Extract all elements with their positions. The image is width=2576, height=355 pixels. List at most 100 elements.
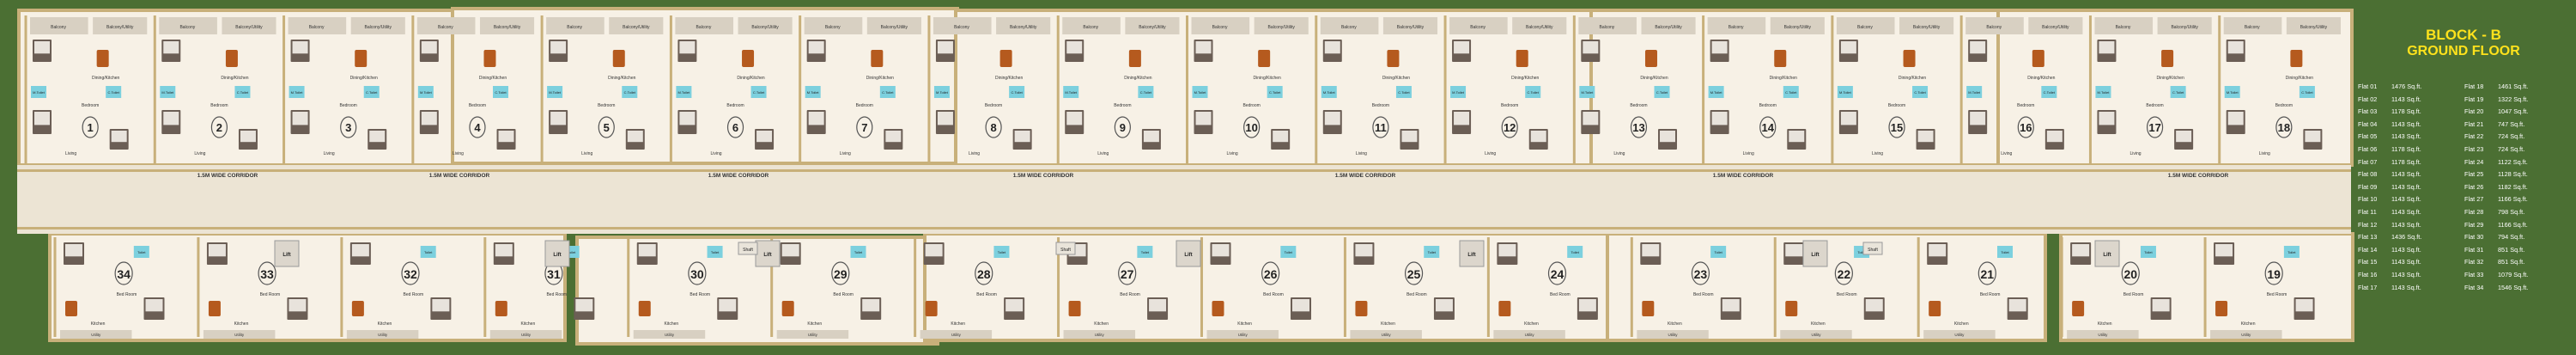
flat-number-ring xyxy=(1404,261,1424,285)
flat-number-ring xyxy=(340,116,357,138)
flat-number: Flat 08 xyxy=(2358,170,2378,179)
flat-number-ring xyxy=(1888,116,1905,138)
flat-number: 26 xyxy=(1264,267,1278,281)
flat-number: 27 xyxy=(1121,267,1134,281)
room-label: M.Toilet xyxy=(33,90,46,95)
flat-number: 31 xyxy=(547,267,561,281)
flat-number-ring xyxy=(1547,261,1567,285)
flat-number: 33 xyxy=(260,267,274,281)
room-label: Toilet xyxy=(1857,250,1866,254)
bed-sheet xyxy=(289,299,307,312)
room-label: Kitchen xyxy=(664,321,678,327)
room-label: Toilet xyxy=(568,250,576,254)
flat-area: 1546 Sq.ft. xyxy=(2498,283,2529,291)
room-label: M.Toilet xyxy=(1581,90,1594,95)
room-label: Balcony xyxy=(438,25,453,30)
room-label: Living xyxy=(2259,151,2270,156)
bed-sheet xyxy=(1970,112,1986,125)
dining-table xyxy=(96,50,109,67)
balcony-area xyxy=(2094,17,2154,34)
dining-table xyxy=(483,50,496,67)
flat-number: Flat 06 xyxy=(2358,144,2378,153)
bed-sheet xyxy=(421,41,437,54)
room-label: Kitchen xyxy=(1381,321,1395,327)
room-label: C.Toilet xyxy=(2172,90,2184,95)
flat-area: 1079 Sq.ft. xyxy=(2498,270,2529,278)
balcony-area xyxy=(159,17,217,34)
bed-sheet xyxy=(781,244,799,257)
room-label: M.Toilet xyxy=(677,90,690,95)
room-label: Bedroom xyxy=(2275,103,2293,108)
balcony-area xyxy=(203,330,276,339)
room-label: Balcony/Utility xyxy=(1010,25,1037,30)
flat-number: 14 xyxy=(1762,121,1775,134)
room-label: Bed Room xyxy=(546,292,567,297)
room-label: C.Toilet xyxy=(2301,90,2313,95)
room-label: Bed Room xyxy=(976,292,997,297)
room-label: Utility xyxy=(951,333,962,337)
toilet-room xyxy=(1654,86,1670,98)
room-label: Bed Room xyxy=(1550,292,1571,297)
room-label: Toilet xyxy=(854,250,863,254)
bed-sheet xyxy=(2295,299,2313,312)
balcony-area xyxy=(30,17,88,34)
dining-table xyxy=(781,301,794,316)
room-label: Bed Room xyxy=(2267,292,2287,297)
bed-sheet xyxy=(1014,131,1030,143)
balcony-area xyxy=(2157,17,2212,34)
room-label: M.Toilet xyxy=(1710,90,1723,95)
flat-area: 1143 Sq.ft. xyxy=(2391,195,2421,204)
toilet-room xyxy=(1710,246,1727,258)
flat-number: 34 xyxy=(117,267,131,281)
bed-sheet xyxy=(1454,41,1470,54)
corridor-edge xyxy=(17,227,2351,230)
flat-area: 851 Sq.ft. xyxy=(2498,245,2525,254)
bed-sheet xyxy=(351,244,369,257)
flat-number: Flat 18 xyxy=(2464,83,2484,90)
flat-number: 15 xyxy=(1891,121,1903,134)
balcony-area xyxy=(1063,330,1136,339)
dining-table xyxy=(1212,301,1224,316)
lift-label: Lift xyxy=(283,253,290,258)
lift-core xyxy=(544,240,570,267)
room-label: Toilet xyxy=(1141,250,1150,254)
bed-sheet xyxy=(1143,131,1159,143)
bed-sheet xyxy=(756,131,773,143)
room-label: Bedroom xyxy=(1114,103,1131,108)
room-label: Dining/Kitchen xyxy=(1254,76,1281,81)
flat-area: 1143 Sq.ft. xyxy=(2391,220,2421,229)
balcony-area xyxy=(1062,17,1121,34)
balcony-area xyxy=(609,17,664,34)
room-label: Toilet xyxy=(1285,250,1293,254)
room-label: Dining/Kitchen xyxy=(2027,76,2055,81)
dining-table xyxy=(1387,50,1400,67)
toilet-room xyxy=(1192,86,1208,98)
balcony-area xyxy=(1320,17,1379,34)
balcony-area xyxy=(1780,330,1852,339)
flat-number-ring xyxy=(2275,116,2293,138)
flat-area: 1143 Sq.ft. xyxy=(2391,258,2421,266)
bed-sheet xyxy=(550,112,567,125)
flat-number-ring xyxy=(114,261,133,285)
bed-sheet xyxy=(1642,244,1660,257)
room-label: Utility xyxy=(1095,333,1105,337)
bed-sheet xyxy=(1578,299,1596,312)
room-label: Kitchen xyxy=(1954,321,1969,327)
room-label: Kitchen xyxy=(951,321,965,327)
room-label: Bedroom xyxy=(210,103,228,108)
flat-number-ring xyxy=(1243,116,1261,138)
room-label: Bedroom xyxy=(2146,103,2163,108)
flat-number: 16 xyxy=(2020,121,2032,134)
corridor-label: 1.5M WIDE CORRIDOR xyxy=(1335,173,1396,179)
room-label: C.Toilet xyxy=(2044,90,2056,95)
corridor xyxy=(17,165,2351,234)
balcony-area xyxy=(288,17,347,34)
